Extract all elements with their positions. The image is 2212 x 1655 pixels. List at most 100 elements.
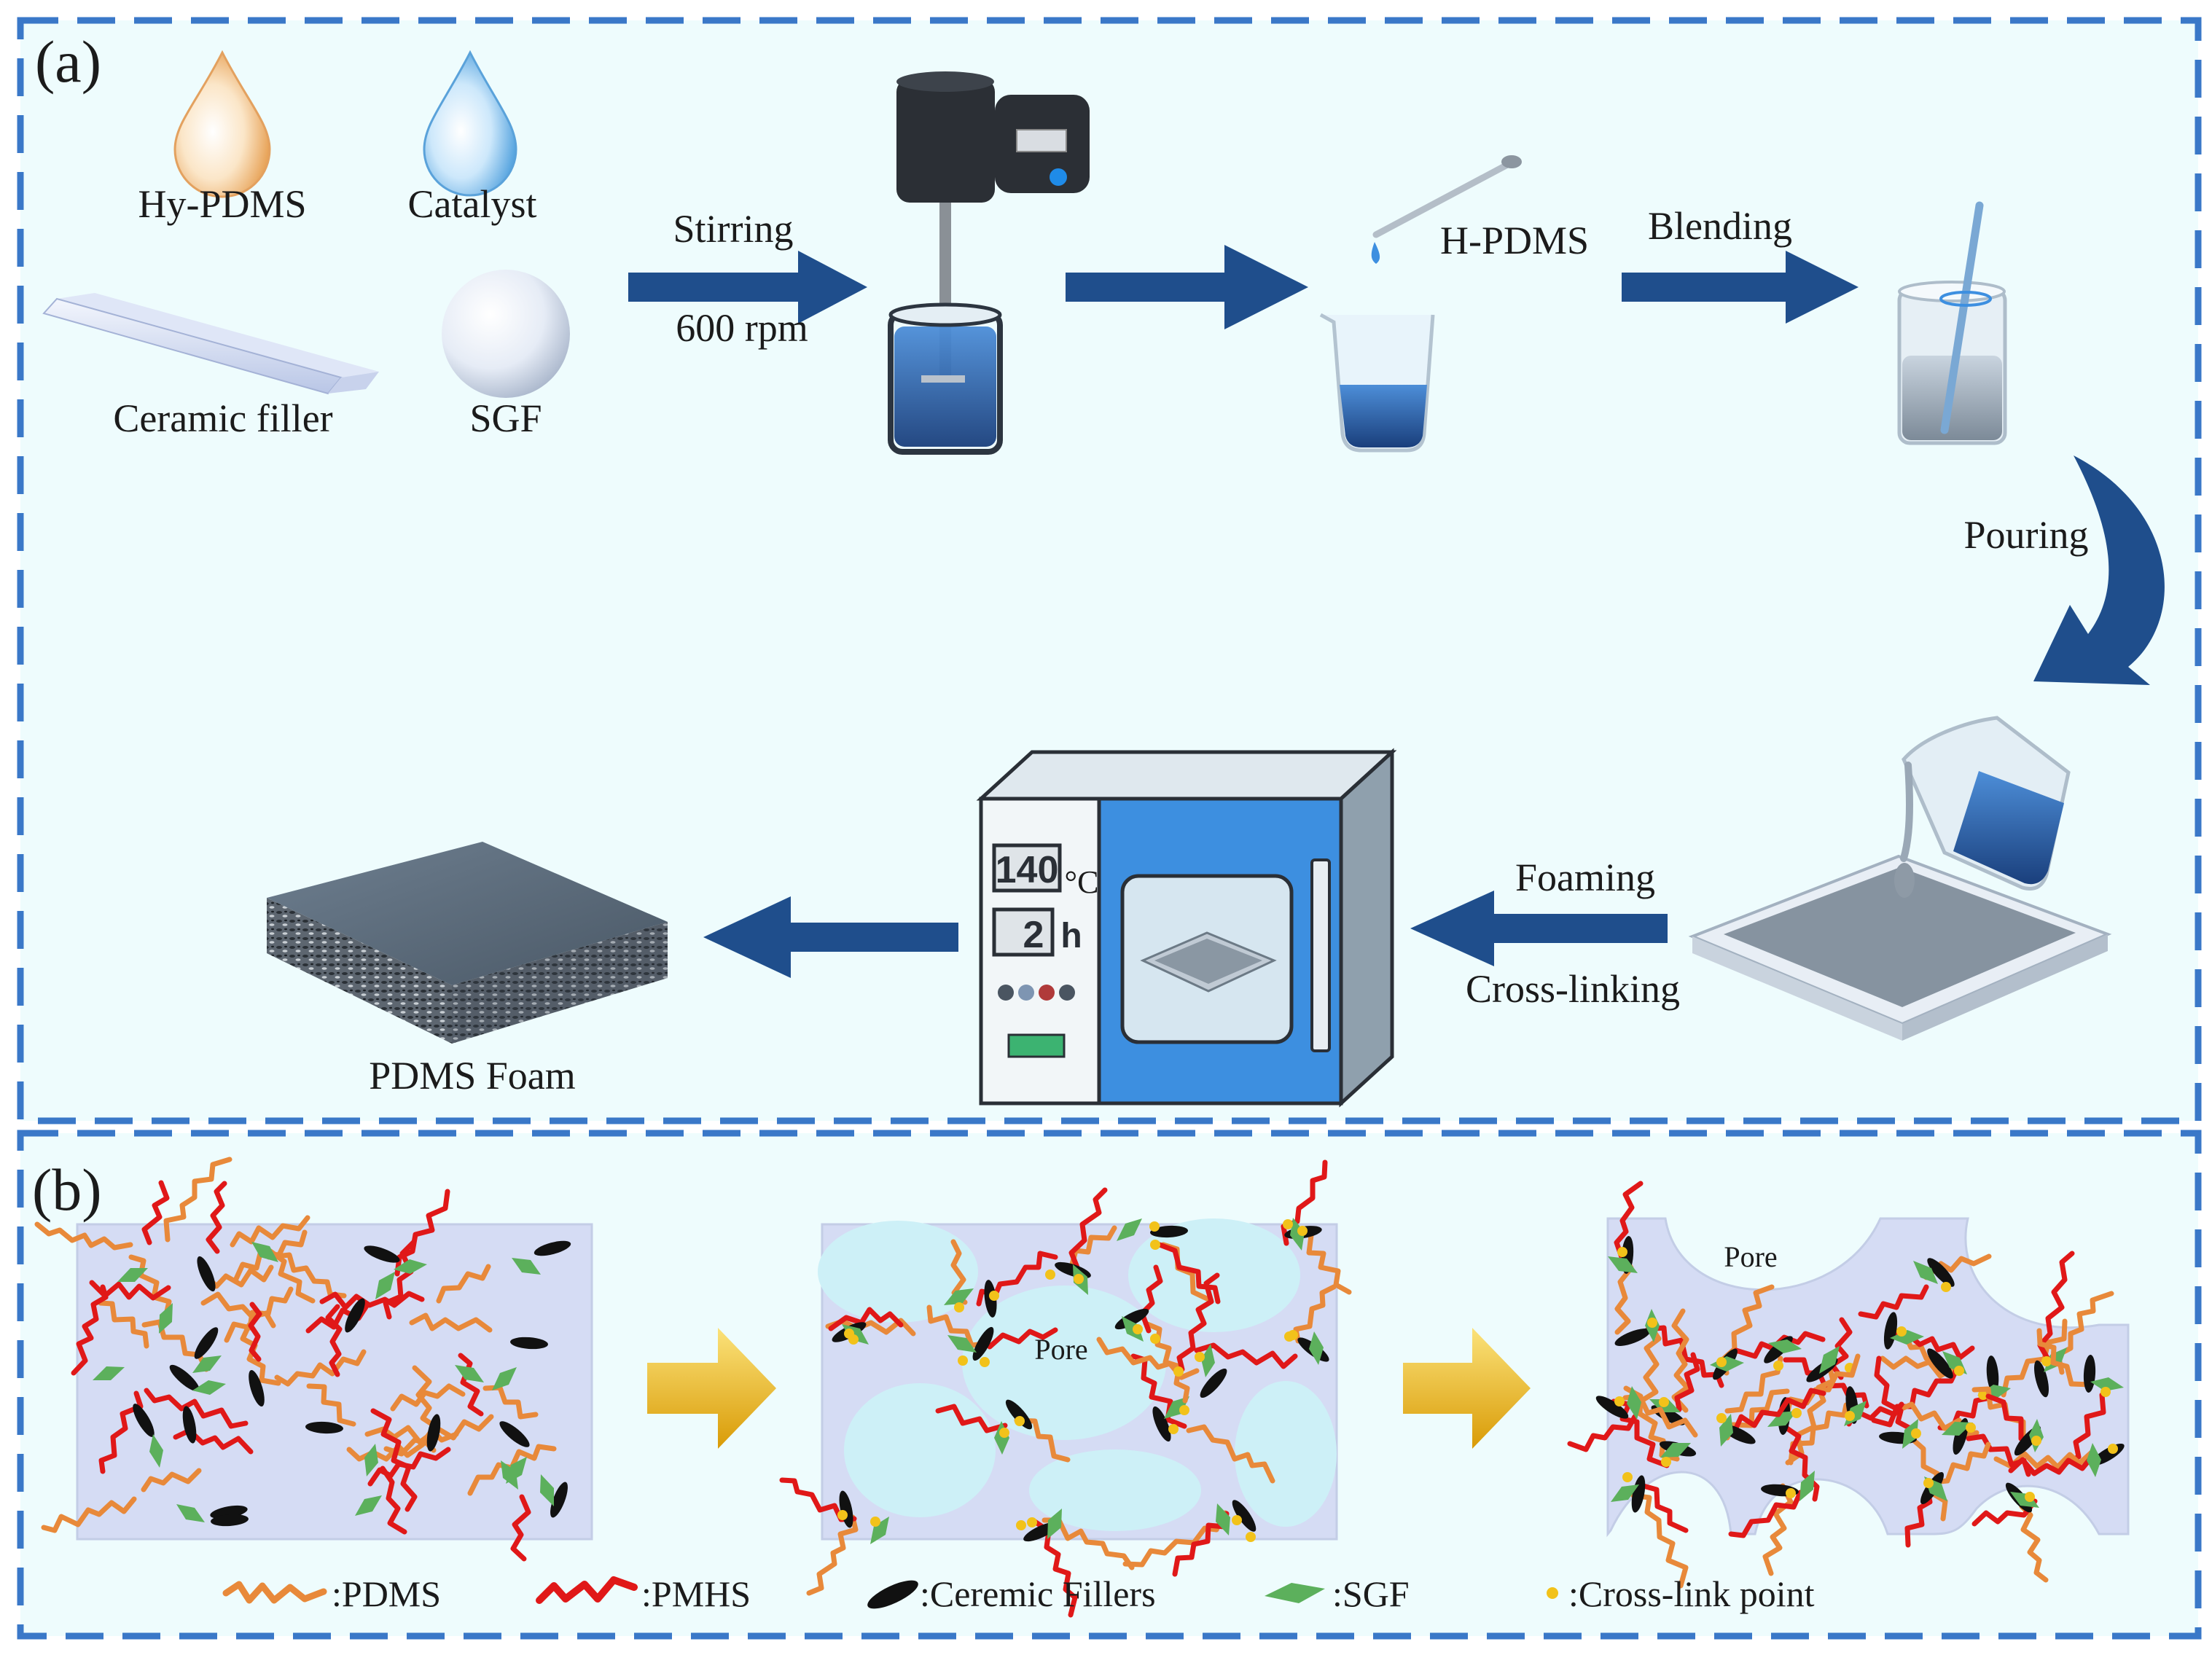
pdms-chain (1293, 1284, 1337, 1344)
cross-link-point (1288, 1330, 1298, 1340)
pouring-label: Pouring (1963, 513, 2088, 557)
hy-pdms-droplet (173, 50, 271, 198)
sgf-flake (355, 1495, 382, 1516)
cross-link-point (1232, 1515, 1242, 1525)
ceramic-filler-particle (2034, 1360, 2049, 1398)
sgf-flake (455, 1365, 484, 1382)
cross-link-point (958, 1355, 968, 1366)
legend-ceramic-swatch (867, 1580, 918, 1609)
ceramic-filler-particle (1927, 1258, 1955, 1287)
pmhs-chain (1614, 1181, 1644, 1262)
pdms-chain (806, 1514, 859, 1596)
cross-link-point (1074, 1274, 1084, 1284)
sgf-flake (1799, 1471, 1815, 1501)
ceramic-filler-particle (1005, 1399, 1033, 1430)
ceramic-filler-particle (1631, 1475, 1646, 1513)
pdms-chain (1640, 1321, 1662, 1403)
sgf-flake (375, 1272, 395, 1299)
pmhs-chain (71, 1284, 109, 1376)
pore-label-stage3: Pore (1724, 1240, 1777, 1273)
pmhs-chain (1194, 1342, 1298, 1369)
cross-link-point (870, 1517, 880, 1527)
cross-link-point (1716, 1357, 1727, 1367)
sgf-flake (117, 1268, 148, 1282)
oven-time-unit: h (1060, 917, 1082, 955)
stage-cured-network (1567, 1181, 2130, 1589)
cross-link-point (2025, 1492, 2035, 1502)
stirring-label: Stirring (673, 207, 793, 251)
pmhs-chain (206, 1181, 227, 1254)
pdms-chain (141, 1468, 202, 1492)
pmhs-chain (1858, 1284, 1929, 1320)
pore-bubble (844, 1383, 996, 1517)
cross-link-point (1786, 1488, 1796, 1498)
cross-link-point (980, 1357, 990, 1367)
oven-time-value: 2 (1023, 914, 1044, 956)
cross-link-point (1617, 1247, 1627, 1257)
blending-label: Blending (1648, 204, 1792, 248)
yellow-arrow-1 (647, 1328, 776, 1449)
sgf-flake (1942, 1422, 1973, 1436)
sgf-flake (2010, 1492, 2039, 1508)
pipette-icon (1371, 155, 1522, 264)
ceramic-filler-label: Ceramic filler (113, 396, 332, 440)
ceramic-filler-particle (194, 1327, 219, 1359)
sgf-flake (1660, 1443, 1691, 1458)
hy-pdms-label: Hy-PDMS (138, 182, 306, 226)
ceramic-filler-particle (1595, 1396, 1629, 1419)
sgf-flake (1290, 1218, 1305, 1251)
sgf-flake (1710, 1356, 1744, 1372)
mechanical-stirrer-icon (888, 71, 1090, 455)
sgf-flake (364, 1444, 378, 1476)
pdms-chain (1296, 1226, 1352, 1295)
pdms-chain (306, 1383, 356, 1427)
sgf-flake (994, 1421, 1009, 1455)
pore-bubble (1235, 1381, 1337, 1527)
pdms-chain (266, 1252, 347, 1299)
sgf-flake (1890, 1330, 1924, 1345)
ceramic-filler-particle (345, 1298, 365, 1333)
pmhs-chain (1971, 1498, 2038, 1527)
cross-link-point (1659, 1397, 1669, 1407)
ceramic-filler-particle (364, 1245, 400, 1263)
cross-link-point (1246, 1532, 1256, 1542)
cross-link-point (1195, 1352, 1205, 1362)
ceramic-filler-particle (169, 1364, 200, 1392)
pdms-chain (1671, 1308, 1690, 1413)
pdms-chain (2036, 1328, 2094, 1388)
sgf-sphere (442, 270, 570, 398)
ceramic-filler-particle (211, 1514, 249, 1527)
pdms-chain (1630, 1492, 1689, 1589)
pdms-chain (98, 1300, 149, 1349)
panel-a: (a) Hy-PDMS Catalyst Ceramic filler SGF … (17, 17, 2202, 1124)
ceramic-filler-particle (249, 1370, 265, 1406)
legend-sgf-swatch (1265, 1583, 1325, 1603)
cross-link-point (954, 1302, 964, 1312)
cross-link-point (1773, 1361, 1783, 1371)
legend-pdms-label: :PDMS (332, 1573, 441, 1614)
pouring-arrow (2033, 455, 2165, 685)
pdms-chain (1041, 1517, 1135, 1570)
sgf-flake (176, 1504, 205, 1522)
pdms-chain (1622, 1393, 1698, 1438)
sgf-flake (1902, 1419, 1918, 1449)
cross-link-point (1150, 1334, 1160, 1344)
sgf-flake (1608, 1256, 1638, 1273)
h-pdms-label: H-PDMS (1440, 219, 1589, 262)
sgf-flake (506, 1457, 527, 1484)
cross-link-point (1896, 1326, 1907, 1337)
sgf-flake (93, 1366, 125, 1380)
pmhs-chain (370, 1408, 418, 1512)
sgf-flake (944, 1288, 974, 1305)
ceramic-filler-bar (42, 293, 379, 395)
legend-crosslink-label: :Cross-link point (1568, 1573, 1815, 1614)
pdms-chain (274, 1349, 367, 1387)
sgf-flake (947, 1335, 977, 1353)
pdms-chain (267, 1248, 316, 1304)
sgf-flake (251, 1242, 278, 1262)
cross-link-point (2108, 1444, 2118, 1454)
sgf-flake (492, 1367, 517, 1390)
cross-link-point (1027, 1517, 1037, 1527)
cross-link-point (999, 1428, 1009, 1438)
pmhs-chain (1638, 1482, 1689, 1533)
